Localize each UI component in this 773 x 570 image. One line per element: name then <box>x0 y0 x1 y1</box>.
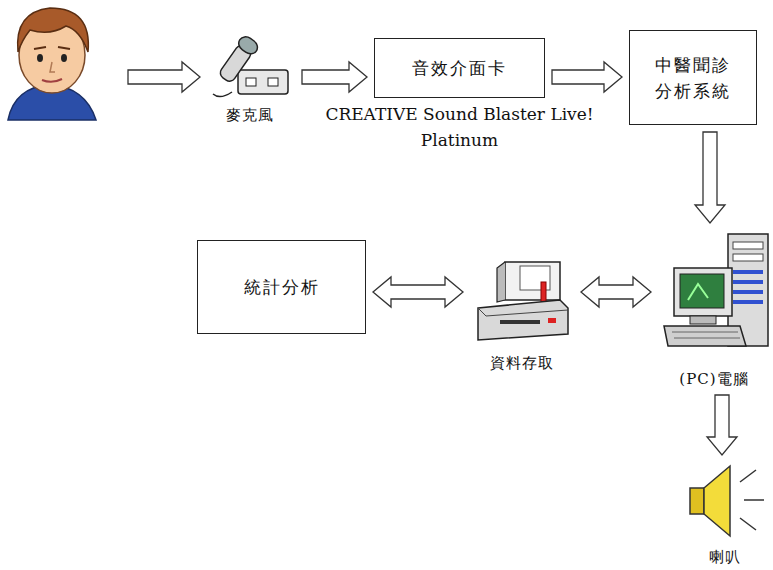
node-label: 中醫聞診分析系統 <box>654 52 732 104</box>
hollow-arrow <box>552 62 622 92</box>
hollow-arrow <box>581 277 651 307</box>
pc-icon <box>664 234 768 346</box>
process-box: 統計分析 <box>197 240 366 334</box>
person-illustration <box>8 8 96 120</box>
node-label: 喇叭 <box>709 548 741 566</box>
disk-drive-icon <box>478 262 568 340</box>
pc-node: (PC)電腦 <box>658 230 770 388</box>
node-label: 資料存取 <box>490 354 554 372</box>
process-box: 音效介面卡CREATIVE Sound Blaster Live! Platin… <box>374 38 545 98</box>
hollow-arrow <box>707 395 737 455</box>
microphone-node: 麥克風 <box>205 48 295 124</box>
disk-drive-node: 資料存取 <box>470 256 574 372</box>
speaker-node: 喇叭 <box>680 462 770 566</box>
node-label: 統計分析 <box>244 274 320 300</box>
microphone-icon <box>213 34 288 97</box>
process-box: 中醫聞診分析系統 <box>629 30 757 125</box>
hollow-arrow <box>373 277 463 307</box>
node-label: 音效介面卡 <box>412 55 507 81</box>
speaker-icon <box>690 466 764 536</box>
node-caption: CREATIVE Sound Blaster Live! Platinum <box>310 101 610 153</box>
node-label: (PC)電腦 <box>679 370 748 388</box>
hollow-arrow <box>128 62 200 92</box>
hollow-arrow <box>695 132 725 223</box>
node-label: 麥克風 <box>226 106 274 124</box>
hollow-arrow <box>302 62 367 92</box>
